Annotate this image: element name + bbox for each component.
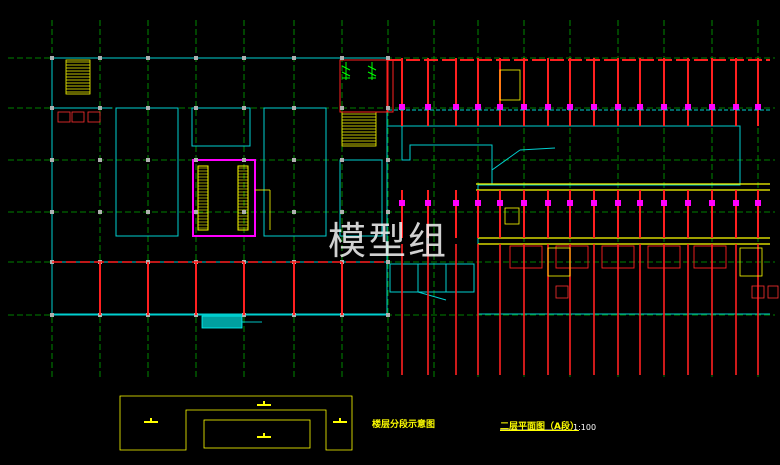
column-marker [340, 56, 344, 60]
axis-grid [8, 20, 775, 380]
grating-panel [201, 315, 243, 329]
right-wing-columns [388, 58, 770, 375]
column-marker [242, 56, 246, 60]
column-marker [386, 313, 390, 317]
equipment-marker [733, 200, 739, 206]
column-marker [50, 56, 54, 60]
equipment-marker [453, 104, 459, 110]
column-marker [98, 56, 102, 60]
column-marker [50, 158, 54, 162]
equipment-marker [661, 200, 667, 206]
equipment-marker [497, 104, 503, 110]
column-marker [194, 210, 198, 214]
equipment-marker [425, 104, 431, 110]
column-marker [386, 158, 390, 162]
right-wing-corridor [476, 183, 770, 245]
column-marker [146, 210, 150, 214]
column-marker [340, 210, 344, 214]
column-marker [340, 106, 344, 110]
equipment-marker [733, 104, 739, 110]
column-marker [50, 210, 54, 214]
equipment-marker [521, 104, 527, 110]
equipment-marker [615, 104, 621, 110]
equipment-marker [545, 200, 551, 206]
key-plan-ticks [150, 401, 341, 436]
column-marker [146, 158, 150, 162]
column-marker [386, 106, 390, 110]
equipment-marker [475, 104, 481, 110]
atrium-escalator [192, 159, 271, 237]
equipment-marker [661, 104, 667, 110]
drawing-title: 二层平面图（A段） [500, 422, 579, 432]
watermark: 模型组 [328, 219, 449, 263]
column-marker [98, 106, 102, 110]
equipment-marker [709, 200, 715, 206]
shop-bay [555, 245, 589, 269]
equipment-marker [637, 104, 643, 110]
equipment-marker [399, 104, 405, 110]
column-marker [242, 158, 246, 162]
stores-bays [509, 245, 727, 269]
equipment-marker [685, 200, 691, 206]
column-marker [98, 210, 102, 214]
drawing-scale: 1:100 [573, 423, 597, 432]
equipment-marker [615, 200, 621, 206]
shop-bay [601, 245, 635, 269]
shop-bay [509, 245, 543, 269]
equipment-marker [521, 200, 527, 206]
equipment-marker [399, 200, 405, 206]
equipment-marker [567, 200, 573, 206]
equipment-marker [709, 104, 715, 110]
equipment-marker [685, 104, 691, 110]
stair-cores-right [499, 69, 779, 299]
equipment-marker [637, 200, 643, 206]
column-marker [194, 106, 198, 110]
column-marker [50, 313, 54, 317]
equipment-marker [425, 200, 431, 206]
column-marker [50, 106, 54, 110]
equipment-marker [591, 104, 597, 110]
column-marker [242, 210, 246, 214]
equipment-marker [755, 200, 761, 206]
equipment-marker [545, 104, 551, 110]
column-marker [292, 158, 296, 162]
left-wing-columns [50, 56, 390, 317]
stair-cores-left [57, 59, 377, 147]
column-marker [386, 210, 390, 214]
column-marker [98, 158, 102, 162]
column-marker [242, 106, 246, 110]
plants [341, 62, 377, 80]
column-marker [194, 56, 198, 60]
equipment-marker [475, 200, 481, 206]
column-marker [292, 106, 296, 110]
shop-bay [693, 245, 727, 269]
equipment-marker [755, 104, 761, 110]
key-plan-title: 楼层分段示意图 [372, 420, 436, 430]
equipment-marker [591, 200, 597, 206]
equipment-marker [453, 200, 459, 206]
column-marker [340, 158, 344, 162]
column-marker [292, 56, 296, 60]
column-marker [146, 56, 150, 60]
equipment-marker [497, 200, 503, 206]
column-marker [292, 210, 296, 214]
key-plan [119, 395, 353, 451]
column-marker [386, 260, 390, 264]
equipment-marker [567, 104, 573, 110]
shop-bay [647, 245, 681, 269]
column-marker [146, 106, 150, 110]
left-wing-walls [51, 57, 475, 316]
column-marker [386, 56, 390, 60]
column-marker [194, 158, 198, 162]
